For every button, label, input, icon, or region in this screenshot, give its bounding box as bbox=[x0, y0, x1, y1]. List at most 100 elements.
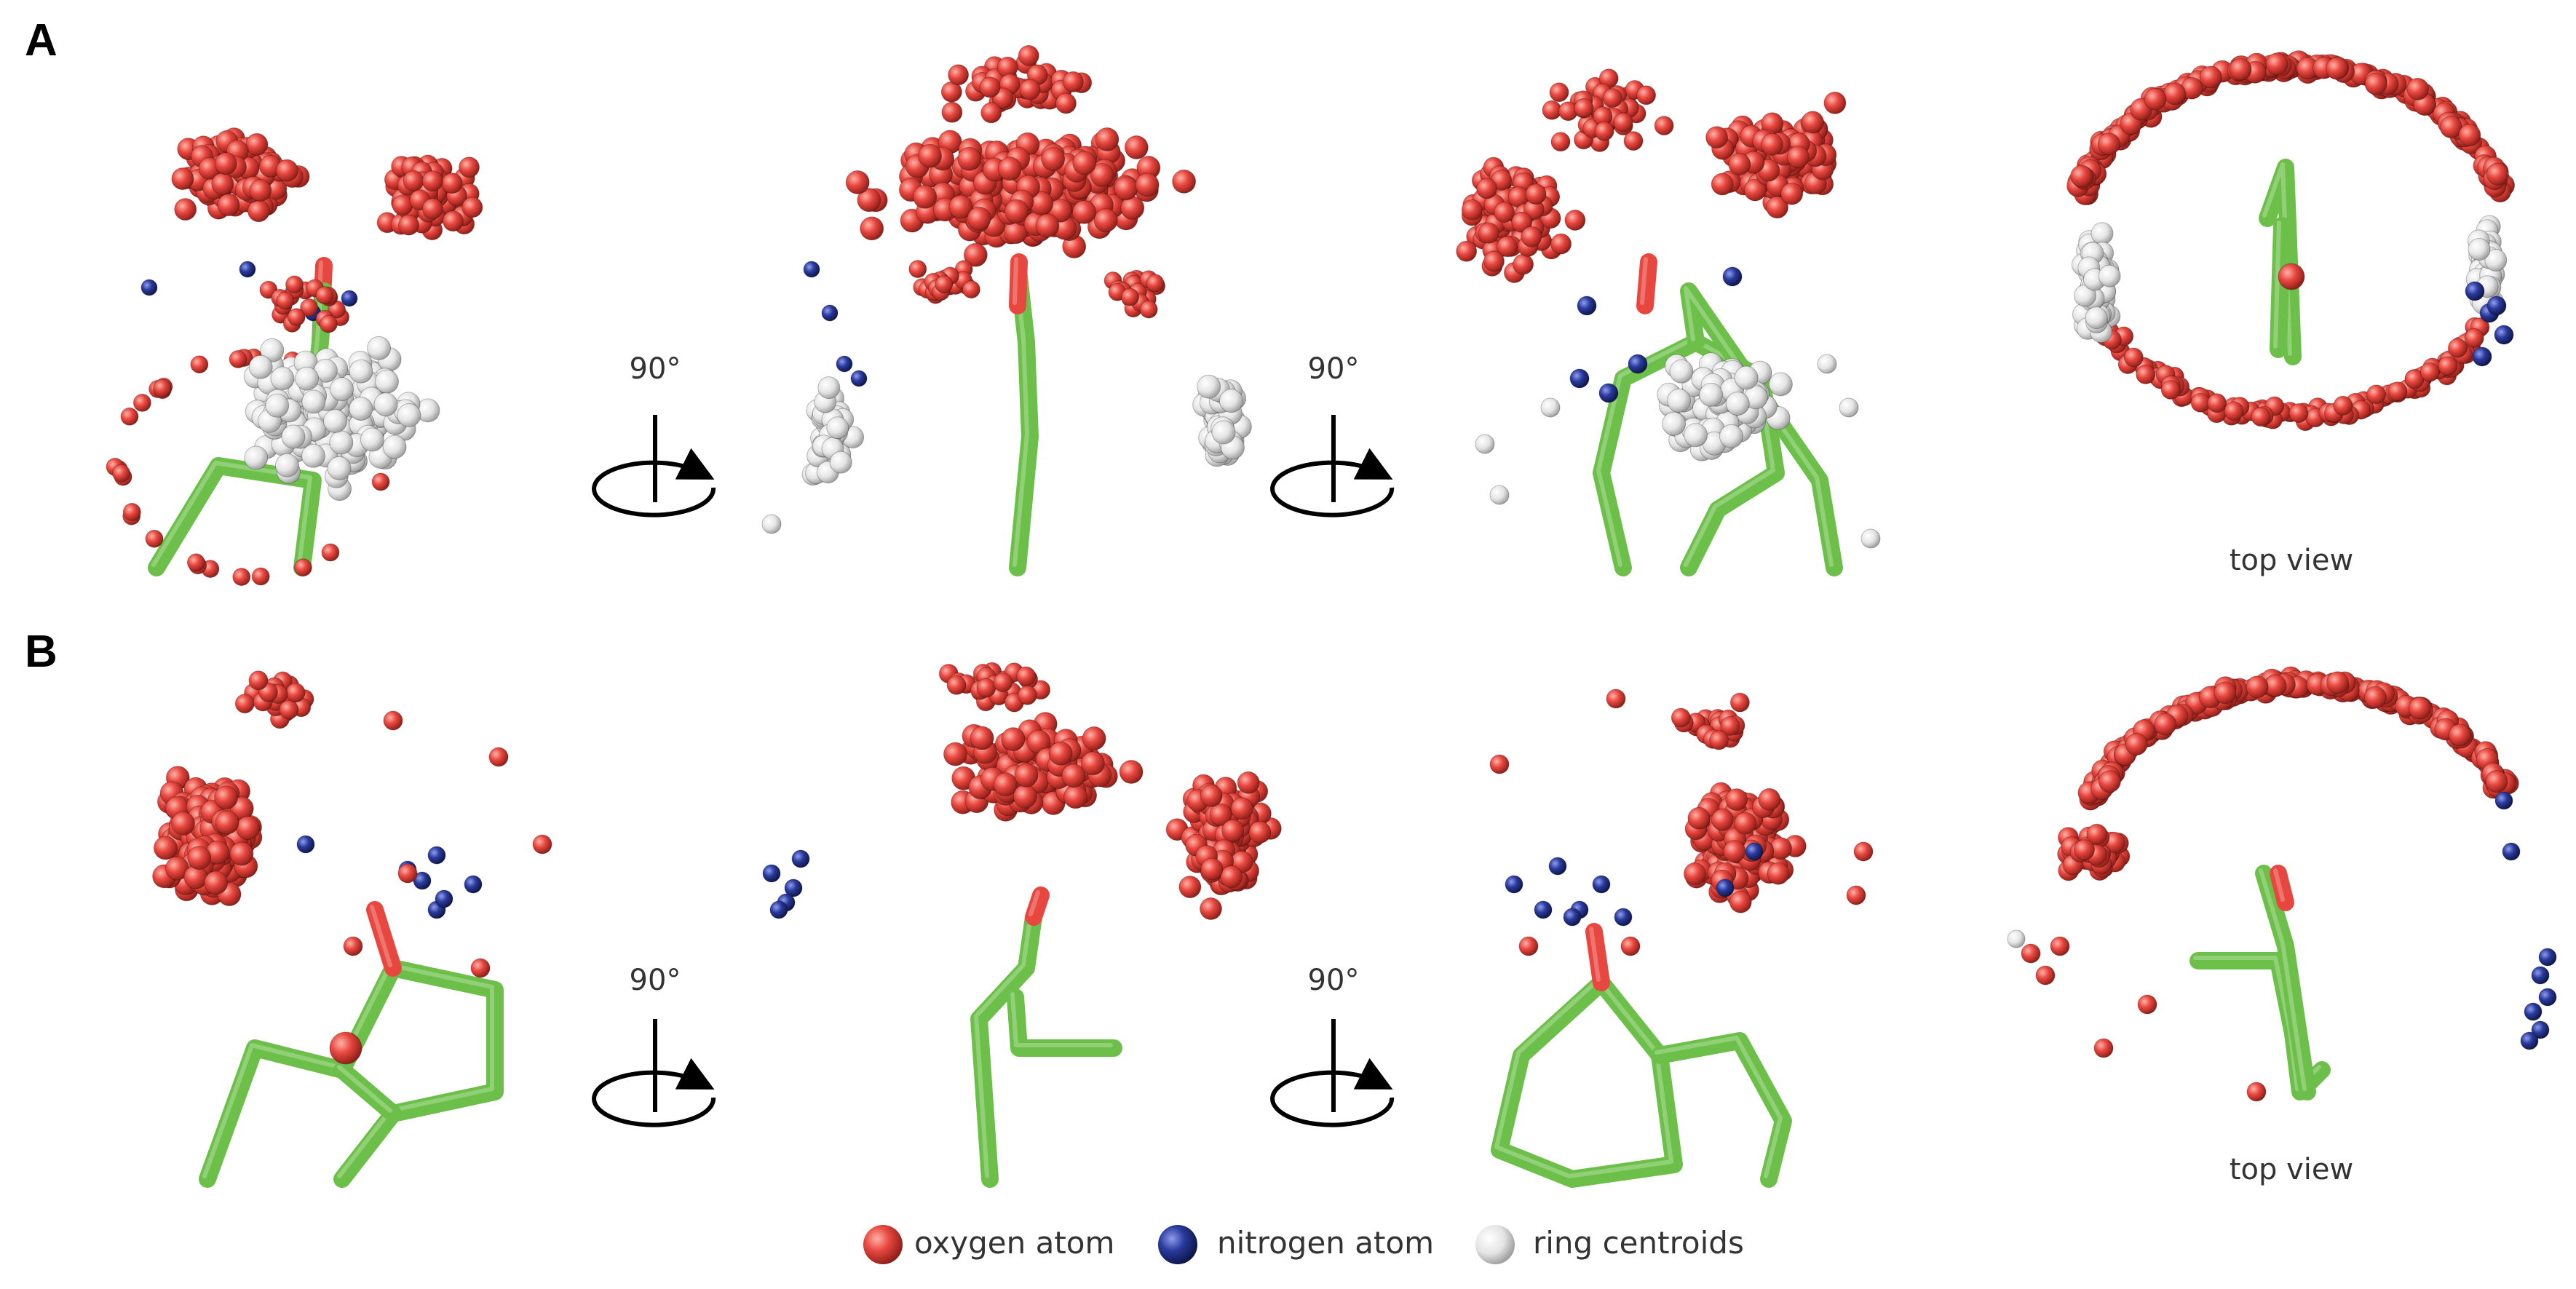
oxygen-atom bbox=[913, 184, 938, 209]
oxygen-atom bbox=[1200, 784, 1223, 807]
nitrogen-atom bbox=[1598, 383, 1619, 403]
oxygen-atom bbox=[1766, 196, 1789, 219]
oxygen-atom bbox=[1017, 685, 1037, 705]
ring-centroid bbox=[281, 424, 306, 449]
oxygen-atom bbox=[1048, 741, 1073, 766]
nitrogen-sphere-icon bbox=[1158, 1225, 1197, 1264]
oxygen-atom bbox=[2123, 347, 2144, 368]
oxygen-atom bbox=[1090, 162, 1114, 187]
nitrogen-atom bbox=[1534, 900, 1553, 919]
nitrogen-atom bbox=[1628, 354, 1648, 374]
oxygen-atom bbox=[122, 502, 141, 521]
oxygen-atom bbox=[186, 553, 205, 572]
bond-highlight bbox=[151, 461, 312, 567]
ring-centroid bbox=[1667, 388, 1692, 413]
oxygen-atom bbox=[275, 159, 298, 182]
oxygen-atom bbox=[1743, 178, 1767, 202]
oxygen-atom bbox=[398, 214, 419, 236]
ring-centroid bbox=[2484, 249, 2508, 271]
oxygen-atom bbox=[1019, 79, 1041, 100]
oxygen-atom bbox=[2333, 395, 2353, 416]
bond-highlight bbox=[1029, 890, 1040, 916]
oxygen-atom bbox=[860, 216, 884, 241]
oxygen-atom bbox=[300, 298, 319, 317]
oxygen-atom bbox=[459, 156, 480, 178]
oxygen-atom bbox=[1734, 812, 1757, 835]
oxygen-atom bbox=[957, 146, 982, 171]
oxygen-atom bbox=[319, 314, 338, 333]
bond-highlight bbox=[1640, 257, 1648, 305]
oxygen-atom bbox=[976, 678, 996, 698]
oxygen-atom bbox=[993, 772, 1018, 797]
ring-centroid bbox=[295, 366, 320, 391]
oxygen-sphere-icon bbox=[863, 1225, 903, 1264]
nitrogen-atom bbox=[2538, 988, 2557, 1007]
oxygen-atom bbox=[2387, 381, 2408, 402]
oxygen-atom bbox=[421, 198, 443, 220]
ring-centroid bbox=[373, 392, 398, 417]
oxygen-atom bbox=[2438, 356, 2458, 376]
ring-centroid bbox=[301, 389, 326, 414]
ring-centroid bbox=[1719, 424, 1743, 448]
oxygen-atom bbox=[488, 747, 509, 767]
bond-stick bbox=[2270, 217, 2291, 358]
nitrogen-atom bbox=[296, 835, 315, 854]
nitrogen-atom bbox=[239, 261, 256, 278]
bond-stick bbox=[1491, 974, 1683, 1188]
oxygen-atom bbox=[1687, 806, 1711, 830]
oxygen-atom bbox=[1461, 199, 1483, 221]
oxygen-atom bbox=[1035, 213, 1060, 238]
bond-stick bbox=[2259, 159, 2302, 365]
bond-stick bbox=[1009, 253, 1028, 314]
oxygen-atom bbox=[2098, 770, 2121, 793]
nitrogen-atom bbox=[140, 279, 158, 296]
oxygen-atom bbox=[153, 378, 172, 397]
oxygen-atom bbox=[214, 785, 238, 810]
oxygen-atom bbox=[1200, 857, 1224, 881]
oxygen-atom bbox=[2086, 823, 2108, 845]
oxygen-atom bbox=[204, 870, 229, 895]
oxygen-atom bbox=[2288, 403, 2309, 423]
oxygen-atom bbox=[1709, 730, 1729, 750]
nitrogen-atom bbox=[2524, 1002, 2543, 1021]
bond-stick bbox=[970, 908, 1042, 1188]
bond-highlight bbox=[202, 963, 494, 1178]
oxygen-atom bbox=[421, 170, 443, 192]
oxygen-atom bbox=[249, 179, 272, 202]
bond-stick bbox=[2255, 865, 2316, 1100]
oxygen-atom bbox=[1518, 936, 1539, 956]
oxygen-atom bbox=[470, 958, 491, 978]
oxygen-atom bbox=[1082, 726, 1106, 750]
oxygen-atom bbox=[1478, 222, 1499, 244]
oxygen-atom bbox=[1016, 666, 1037, 686]
oxygen-atom bbox=[2326, 671, 2349, 694]
oxygen-atom bbox=[2458, 124, 2481, 147]
oxygen-atom bbox=[1018, 44, 1039, 66]
oxygen-atom bbox=[215, 810, 239, 835]
oxygen-atom bbox=[1200, 897, 1222, 920]
oxygen-atom bbox=[2074, 839, 2095, 861]
bond-stick bbox=[2270, 865, 2294, 911]
nitrogen-atom bbox=[850, 370, 868, 387]
legend-label-nitrogen: nitrogen atom bbox=[1217, 1225, 1434, 1261]
oxygen-atom bbox=[1780, 182, 1804, 205]
centroid-sphere-icon bbox=[1475, 1225, 1515, 1264]
oxygen-atom bbox=[2144, 87, 2167, 111]
oxygen-atom bbox=[1550, 233, 1572, 255]
nitrogen-atom bbox=[1563, 908, 1582, 927]
nitrogen-atom bbox=[1592, 875, 1611, 894]
oxygen-atom bbox=[1124, 135, 1149, 159]
nitrogen-atom bbox=[2472, 346, 2492, 367]
nitrogen-atom bbox=[1722, 266, 1743, 287]
oxygen-atom bbox=[2214, 681, 2237, 705]
oxygen-atom bbox=[251, 567, 270, 586]
ring-centroid bbox=[1475, 434, 1495, 454]
ring-centroid bbox=[301, 443, 325, 468]
oxygen-atom bbox=[1001, 727, 1026, 752]
oxygen-atom bbox=[1758, 788, 1781, 811]
bond-highlight bbox=[1010, 992, 1113, 1047]
nitrogen-atom bbox=[2520, 1031, 2539, 1050]
oxygen-atom bbox=[2224, 401, 2244, 421]
nitrogen-atom bbox=[2486, 296, 2507, 316]
